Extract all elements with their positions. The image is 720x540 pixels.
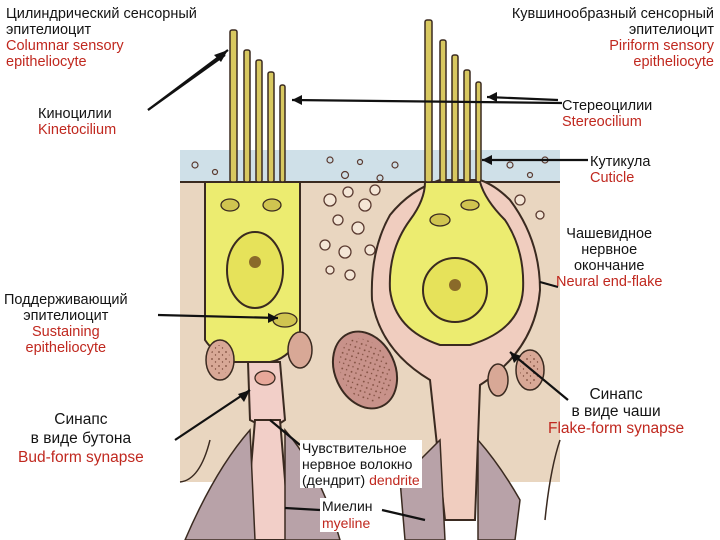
piriform-hair-bundle xyxy=(424,19,482,183)
label-dendrite: Чувствительное нервное волокно (дендрит)… xyxy=(300,440,422,488)
label-stereocilia: Стереоцилии Stereocilium xyxy=(562,98,653,130)
label-flake-ending: Чашевидное нервное окончание Neural end-… xyxy=(556,226,663,290)
label-myelin: Миелин myeline xyxy=(320,498,375,532)
label-piriform-cell: Кувшинообразный сенсорный эпителиоцит Pi… xyxy=(511,6,714,70)
columnar-nucleus xyxy=(226,231,284,309)
label-columnar-cell: Цилиндрический сенсорный эпителиоцит Col… xyxy=(6,6,197,70)
label-flake-synapse: Синапс в виде чаши Flake-form synapse xyxy=(548,386,685,437)
leader-lines xyxy=(147,49,588,522)
label-sustaining-cell: Поддерживающий эпителиоцит Sustaining ep… xyxy=(4,292,128,356)
support-cell-vesicles xyxy=(223,184,545,281)
myelin-left xyxy=(184,428,256,540)
columnar-hair-bundle xyxy=(229,29,286,183)
label-kinocilia: Киноцилии Kinetocilium xyxy=(38,106,117,138)
label-bud-synapse: Синапс в виде бутона Bud-form synapse xyxy=(18,411,144,466)
label-cuticle: Кутикула Cuticle xyxy=(590,154,651,186)
